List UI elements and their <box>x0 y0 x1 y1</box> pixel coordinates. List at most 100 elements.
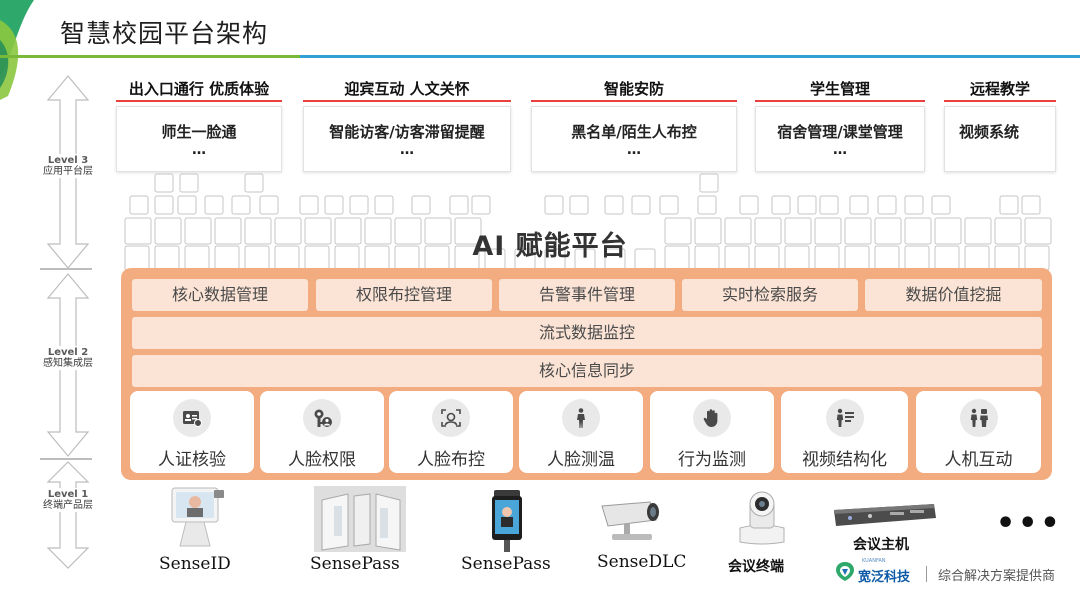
more-products-indicator: ••• <box>996 506 1063 541</box>
brand-english-name: KUANFAN <box>862 558 886 564</box>
grid-block <box>694 217 722 245</box>
app-item: 智能访客/访客滞留提醒 <box>329 123 485 141</box>
app-column-security: 智能安防 黑名单/陌生人布控 … <box>531 78 737 172</box>
capability-card: 人机互动 <box>916 391 1041 473</box>
product-label: SensePass <box>461 554 551 574</box>
grid-block <box>411 195 431 215</box>
grid-block <box>874 245 900 271</box>
grid-block <box>349 195 369 215</box>
grid-block <box>334 245 360 271</box>
grid-block <box>819 195 839 215</box>
grid-block <box>994 245 1020 271</box>
logo-swoosh-icon <box>0 0 34 100</box>
grid-block <box>274 217 302 245</box>
grid-block <box>724 217 752 245</box>
grid-block <box>904 217 932 245</box>
grid-block <box>694 245 720 271</box>
grid-block <box>204 195 224 215</box>
grid-block <box>214 245 240 271</box>
grid-block <box>154 245 180 271</box>
capability-card: 行为监测 <box>650 391 774 473</box>
id-card-icon <box>173 399 211 437</box>
level2-number: Level 2 <box>47 347 89 358</box>
title-underline-green <box>0 55 300 58</box>
grid-block <box>154 217 182 245</box>
ai-platform-title: AI 赋能平台 <box>472 231 628 262</box>
key-person-icon <box>303 399 341 437</box>
grid-block <box>471 195 491 215</box>
grid-block <box>797 195 817 215</box>
brand-tagline: 综合解决方案提供商 <box>938 569 1056 584</box>
level1-name: 终端产品层 <box>43 500 93 511</box>
app-header: 学生管理 <box>755 78 925 102</box>
bullet-camera-icon <box>601 501 659 540</box>
app-column-student: 学生管理 宿舍管理/课堂管理 … <box>755 78 925 172</box>
capability-label: 人脸测温 <box>547 450 615 470</box>
grid-block <box>304 245 330 271</box>
conference-host-icon <box>834 504 936 526</box>
grid-block <box>904 245 930 271</box>
capability-card: 人脸权限 <box>260 391 384 473</box>
brand-name: 宽泛科技 <box>858 570 911 585</box>
grid-block <box>324 195 344 215</box>
grid-block <box>874 217 902 245</box>
ptz-camera-icon <box>739 491 785 545</box>
app-box: 智能访客/访客滞留提醒 … <box>303 106 511 172</box>
grid-block <box>814 245 840 271</box>
bar-stream-monitor: 流式数据监控 <box>132 317 1042 349</box>
grid-block <box>964 245 990 271</box>
capability-label: 行为监测 <box>678 450 746 470</box>
module-core-data: 核心数据管理 <box>132 279 308 311</box>
bar-info-sync: 核心信息同步 <box>132 355 1042 387</box>
app-column-visitor: 迎宾互动 人文关怀 智能访客/访客滞留提醒 … <box>303 78 511 172</box>
product-label: SenseID <box>159 554 231 574</box>
grid-block <box>934 217 962 245</box>
app-box: 黑名单/陌生人布控 … <box>531 106 737 172</box>
grid-block <box>771 195 791 215</box>
grid-block <box>877 195 897 215</box>
face-terminal-icon <box>171 487 224 547</box>
hand-icon <box>693 399 731 437</box>
grid-block <box>214 217 242 245</box>
grid-block <box>124 245 150 271</box>
grid-block <box>784 245 810 271</box>
app-item: 师生一脸通 <box>161 123 237 141</box>
brand-separator <box>926 566 927 582</box>
grid-block <box>784 217 812 245</box>
capability-label: 人脸权限 <box>288 450 356 470</box>
capability-label: 人证核验 <box>158 450 226 470</box>
app-column-access: 出入口通行 优质体验 师生一脸通 … <box>116 78 282 172</box>
capability-label: 视频结构化 <box>802 450 887 470</box>
app-more: … <box>833 142 847 158</box>
grid-block <box>631 195 651 215</box>
grid-block <box>244 173 264 193</box>
grid-block <box>244 217 272 245</box>
grid-block <box>274 245 300 271</box>
app-more: … <box>627 142 641 158</box>
person-walking-icon <box>562 399 600 437</box>
grid-block <box>184 245 210 271</box>
capability-label: 人脸布控 <box>417 450 485 470</box>
grid-block <box>184 217 212 245</box>
app-box: 宿舍管理/课堂管理 … <box>755 106 925 172</box>
app-header: 迎宾互动 人文关怀 <box>303 78 511 102</box>
grid-block <box>849 195 869 215</box>
person-list-icon <box>825 399 864 437</box>
product-label: SensePass <box>310 554 400 574</box>
grid-block <box>1024 245 1050 271</box>
face-scan-icon <box>432 399 470 437</box>
grid-block <box>604 195 624 215</box>
app-item: 视频系统 <box>959 123 1020 141</box>
grid-block <box>904 195 924 215</box>
page-title: 智慧校园平台架构 <box>60 19 269 48</box>
grid-block <box>154 195 174 215</box>
grid-block <box>231 195 251 215</box>
product-label: 会议终端 <box>728 559 784 575</box>
grid-block <box>844 217 872 245</box>
grid-block <box>934 245 960 271</box>
people-interaction-icon <box>959 399 998 437</box>
app-header: 远程教学 <box>944 78 1056 102</box>
grid-block <box>814 217 842 245</box>
capability-card: 人脸布控 <box>389 391 513 473</box>
grid-block <box>244 245 270 271</box>
